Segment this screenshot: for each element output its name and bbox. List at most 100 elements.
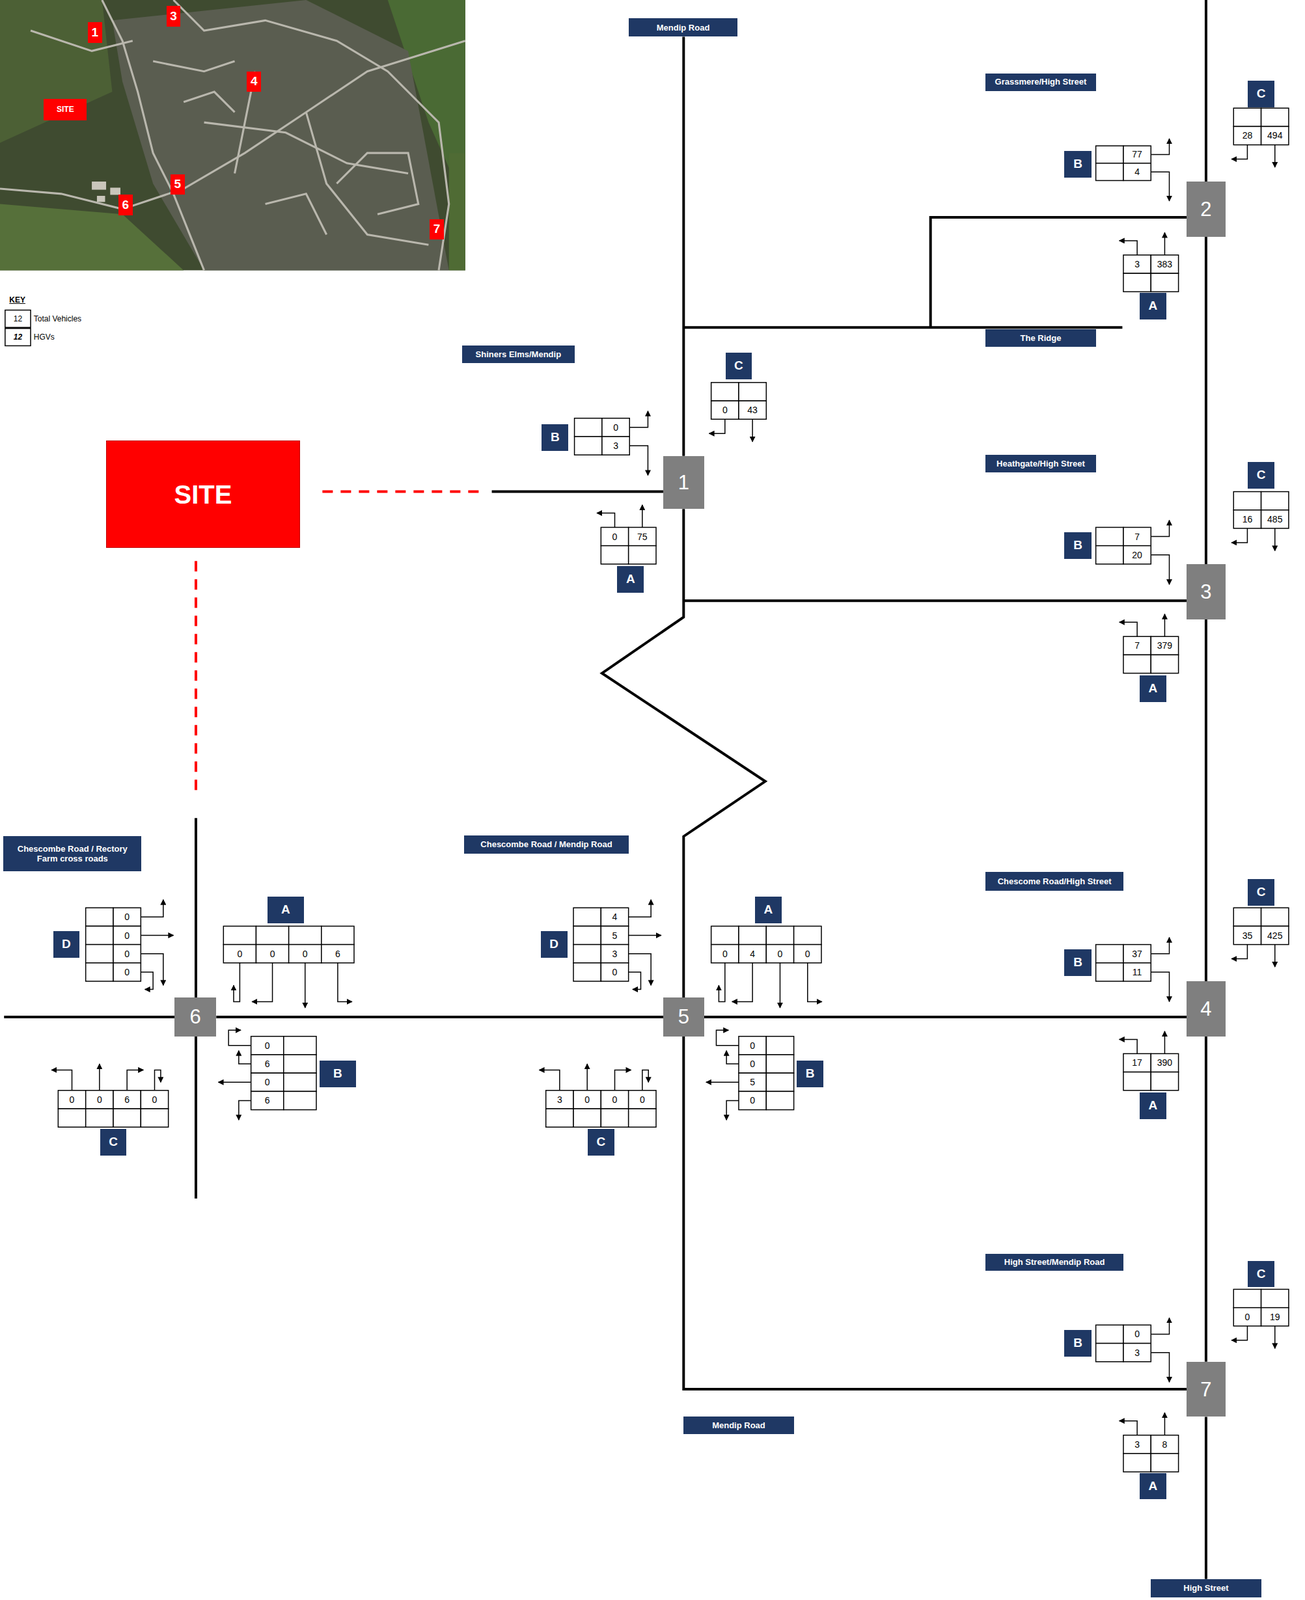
table-cell [738,382,767,401]
turn-arrow [228,1030,251,1046]
table-cell [738,945,767,964]
map-marker: 4 [246,71,261,92]
arm-letter-text: A [1148,681,1158,697]
map-ground [0,0,466,271]
arm-letter-text: C [1256,885,1266,901]
count-table [1096,145,1152,181]
count-value: 0 [749,1040,756,1052]
junction-number-text: 3 [1200,579,1212,605]
count-value: 20 [1131,549,1143,561]
turn-arrow [1119,1039,1138,1054]
table-cell [738,1036,767,1056]
count-value: 4 [1134,166,1140,178]
arm-letter: B [319,1060,357,1088]
table-cell [628,527,657,546]
table-cell [85,945,114,964]
table-cell [1123,145,1151,164]
table-cell [1150,255,1179,274]
turn-arrow [1231,945,1248,960]
table-cell [288,926,322,945]
table-cell [1233,126,1261,145]
turn-arrow [628,900,651,918]
table-cell [628,1090,657,1110]
table-cell [573,963,601,982]
count-value: 0 [639,1094,646,1106]
turn-arrow [126,1070,144,1091]
turn-arrow [779,963,782,1009]
turn-arrow [1164,232,1166,255]
table-cell [738,1073,767,1092]
road-name: Mendip Road [712,1420,766,1432]
table-cell [738,400,767,420]
turn-arrow [538,1070,560,1091]
arm-letter: C [1247,879,1275,907]
road-connector [704,1016,1187,1019]
table-cell [321,926,355,945]
count-value: 35 [1242,930,1253,942]
turn-arrow [140,972,153,990]
count-value: 3 [613,440,619,452]
count-value: 28 [1242,130,1253,141]
count-value: 0 [302,948,308,960]
table-cell [1261,510,1289,529]
table-cell [255,926,289,945]
arm-letter: B [796,1060,824,1088]
turn-arrow [1164,1413,1166,1436]
table-cell [1150,1053,1179,1072]
legend-text: Total Vehicles [33,314,82,324]
turn-arrow [1231,528,1248,543]
turn-arrow [1150,937,1169,955]
table-cell [113,907,141,927]
map-road [30,30,133,51]
junction-number-text: 7 [1200,1377,1212,1402]
count-value: 0 [584,1094,590,1106]
table-cell [602,418,630,437]
road-line [194,818,198,998]
count-value: 6 [335,948,341,960]
road-label: Mendip Road [683,1416,794,1435]
table-cell [113,1109,141,1128]
table-cell [283,1055,317,1074]
turn-arrow [1274,145,1276,168]
table-cell [1261,1289,1289,1308]
turn-arrow [715,1030,739,1046]
arm-letter-text: B [333,1066,343,1082]
table-cell [1233,108,1261,127]
turn-arrow [1150,520,1169,537]
table-cell [1123,1325,1151,1344]
count-value: 0 [96,1094,103,1106]
table-cell [223,945,256,964]
turn-arrow [238,1100,252,1121]
count-table [1123,255,1179,292]
table-cell [1123,273,1151,292]
table-cell [711,400,739,420]
arm-letter: B [541,424,569,452]
count-value: 0 [722,948,728,960]
count-value: 8 [1162,1439,1168,1451]
table-cell [794,926,822,945]
table-cell [1233,492,1261,511]
table-cell [628,1109,657,1128]
arm-letter-text: B [550,430,560,446]
table-cell [766,1091,794,1110]
table-cell [766,926,794,945]
turn-arrow [1150,171,1169,202]
table-cell [113,1090,141,1110]
count-value: 0 [612,967,618,978]
marker-text: 6 [122,197,130,213]
turn-arrow [628,935,662,937]
table-cell [85,907,114,927]
count-value: 0 [124,948,130,960]
arm-letter: B [1064,949,1092,977]
count-table [546,1090,657,1128]
arm-letter: D [540,931,568,959]
arm-letter-text: A [764,902,774,918]
count-value: 0 [749,1058,756,1070]
count-table [1233,1289,1289,1326]
table-cell [1096,945,1124,964]
arm-letter-text: C [1256,1267,1266,1283]
count-value: 379 [1157,640,1173,651]
map-building [109,187,121,195]
count-table [738,1036,795,1111]
table-cell [85,1090,114,1110]
